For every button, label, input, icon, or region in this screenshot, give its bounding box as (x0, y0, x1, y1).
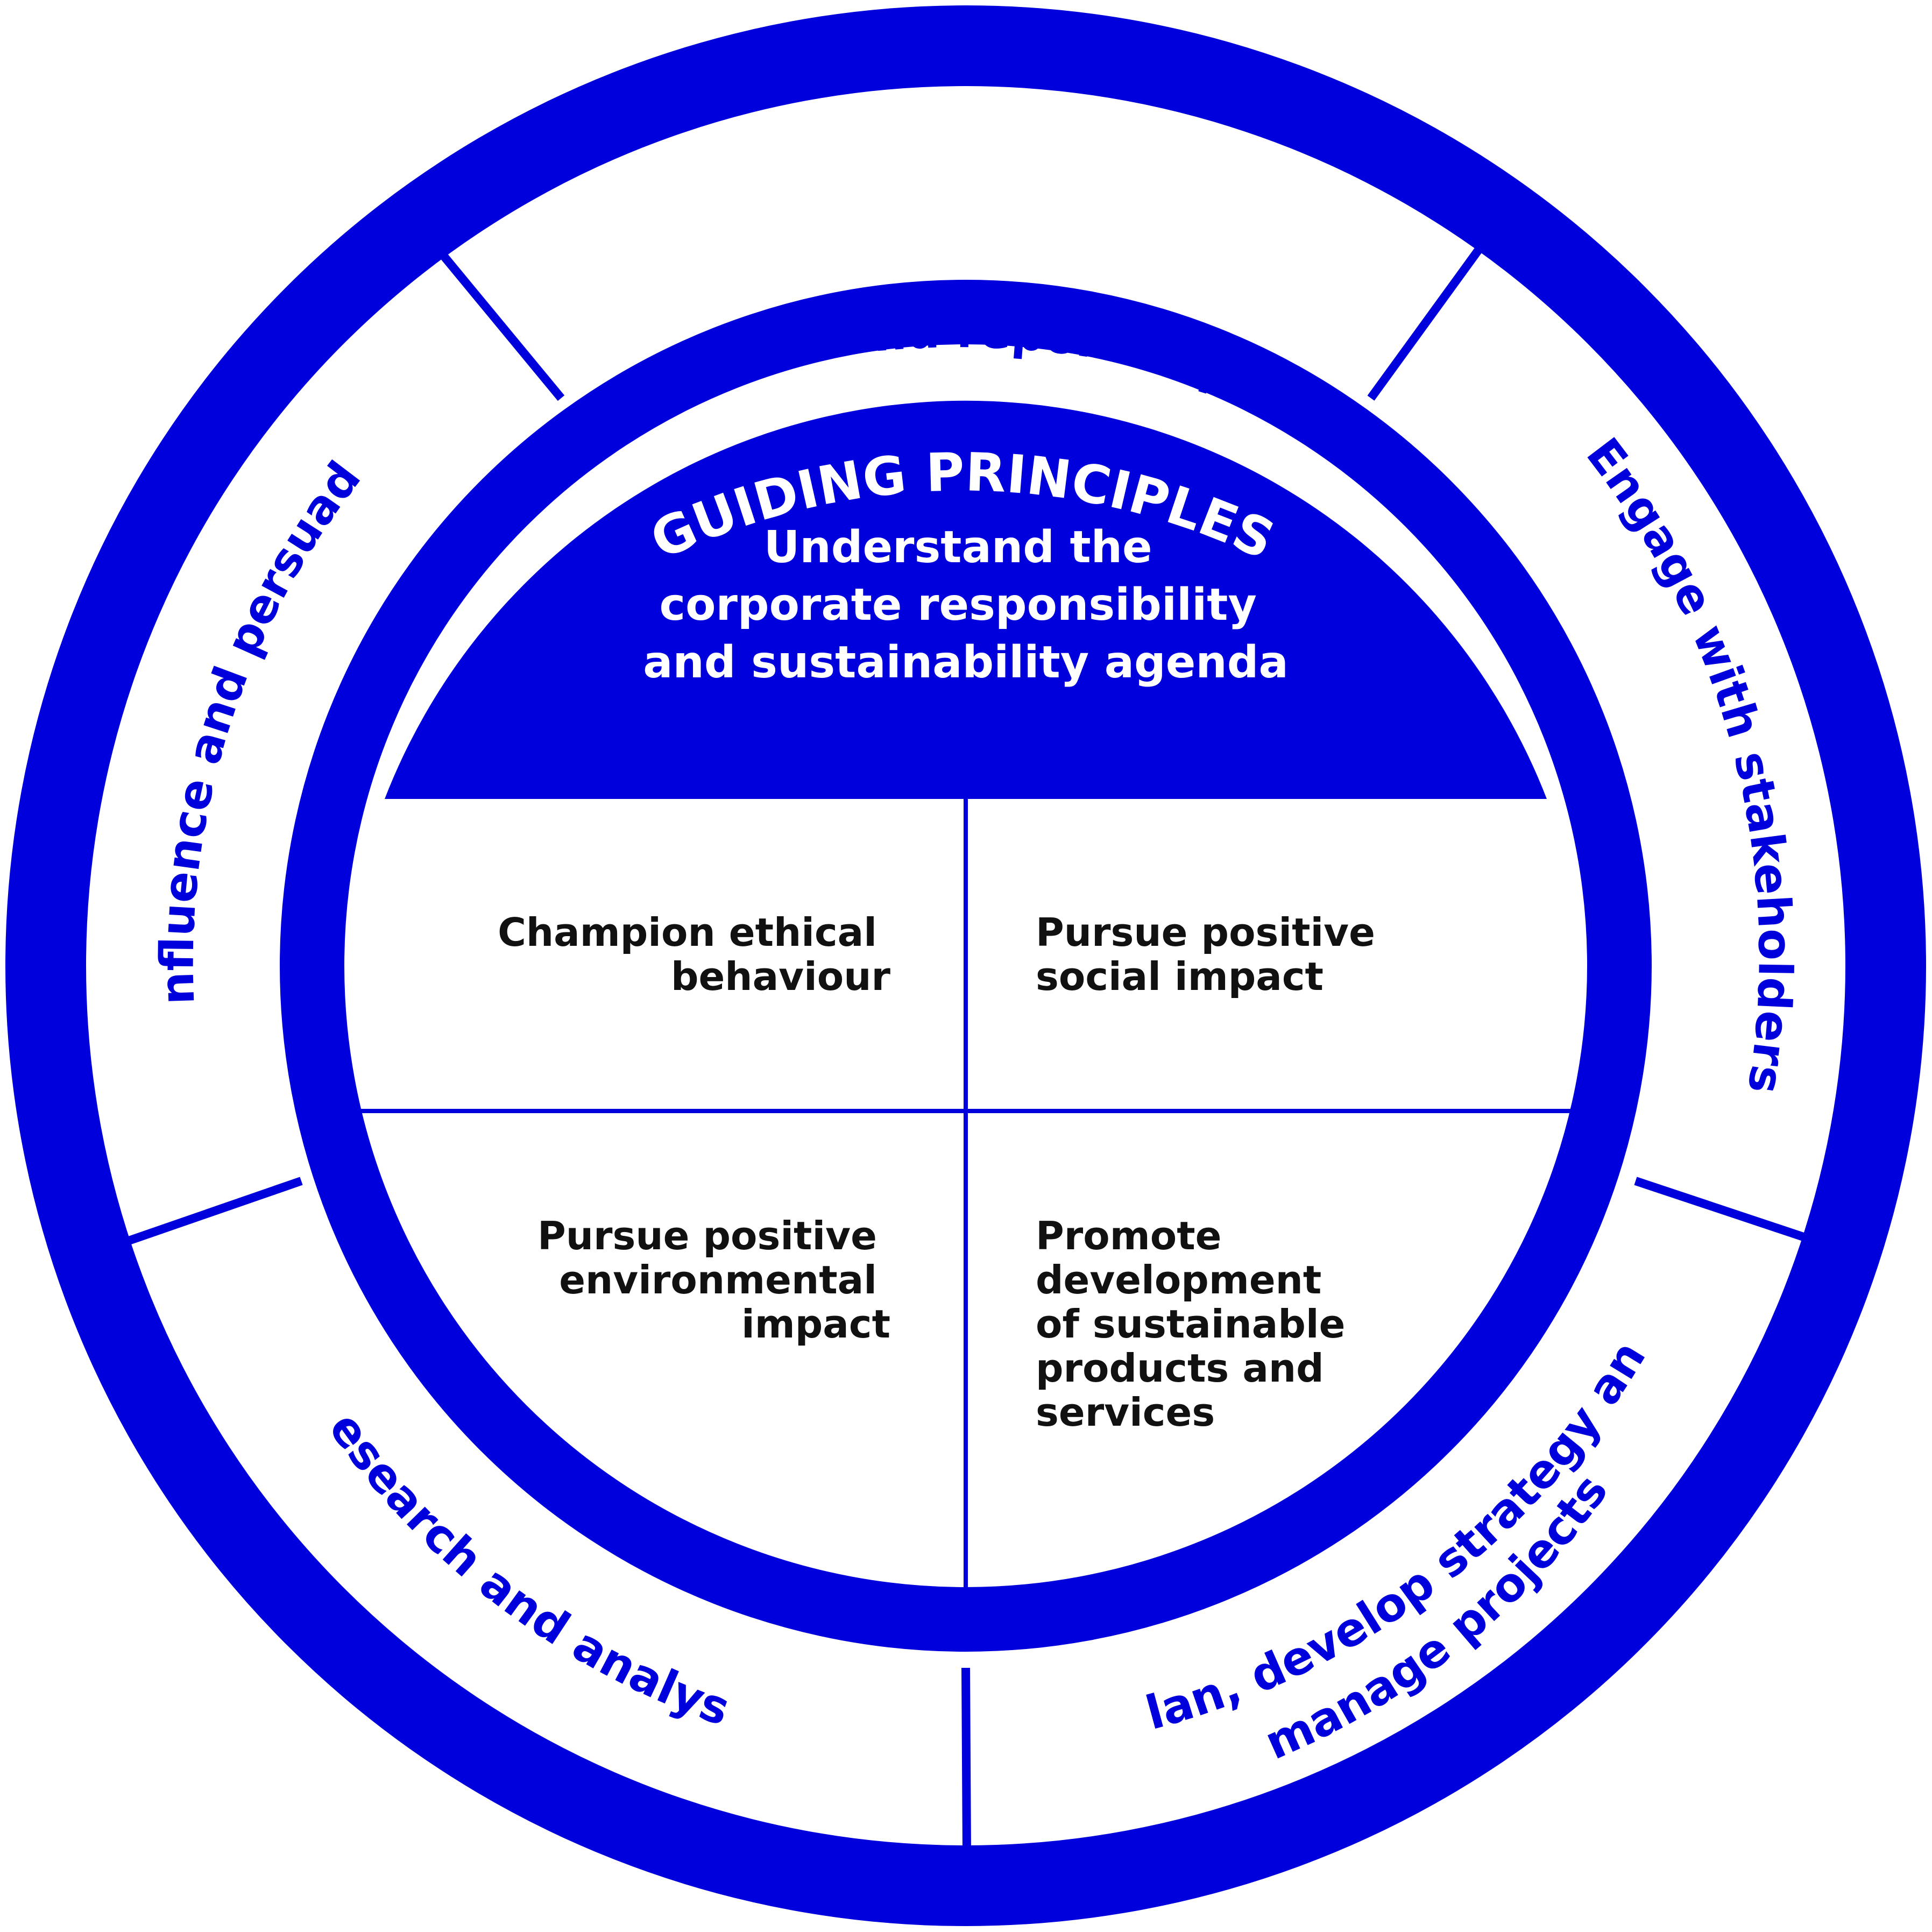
agenda-text: Understand the corporate responsibility … (643, 522, 1289, 688)
agenda-segment (385, 400, 1547, 799)
principle-environmental-impact: Pursue positive environmental impact (537, 1213, 890, 1347)
principle-sustainable-products: Promote development of sustainable produ… (1036, 1213, 1358, 1435)
principle-line: Pursue positive (1036, 910, 1375, 955)
principle-line: behaviour (671, 954, 891, 999)
principle-line: products and (1036, 1346, 1324, 1391)
principle-line: social impact (1036, 954, 1324, 999)
principle-line: of sustainable (1036, 1301, 1345, 1347)
principle-social-impact: Pursue positive social impact (1036, 910, 1389, 999)
principle-ethical-behaviour: Champion ethical behaviour (498, 910, 890, 999)
agenda-line: and sustainability agenda (643, 637, 1289, 688)
outer-ring (5, 5, 1926, 1926)
principle-line: development (1036, 1257, 1321, 1303)
principle-line: Champion ethical (498, 910, 877, 955)
principle-line: environmental (559, 1257, 877, 1303)
principle-line: Pursue positive (537, 1213, 877, 1258)
quadrant-dividers (347, 799, 1584, 1601)
agenda-line: Understand the (764, 522, 1152, 573)
segment-dividers (121, 242, 1815, 1854)
core-competences-title: CORE COMPETENCES (671, 151, 1308, 261)
inner-ring (280, 280, 1652, 1652)
principle-line: services (1036, 1390, 1215, 1435)
principle-line: Promote (1036, 1213, 1221, 1258)
principle-line: impact (741, 1301, 890, 1347)
agenda-line: corporate responsibility (660, 579, 1257, 631)
